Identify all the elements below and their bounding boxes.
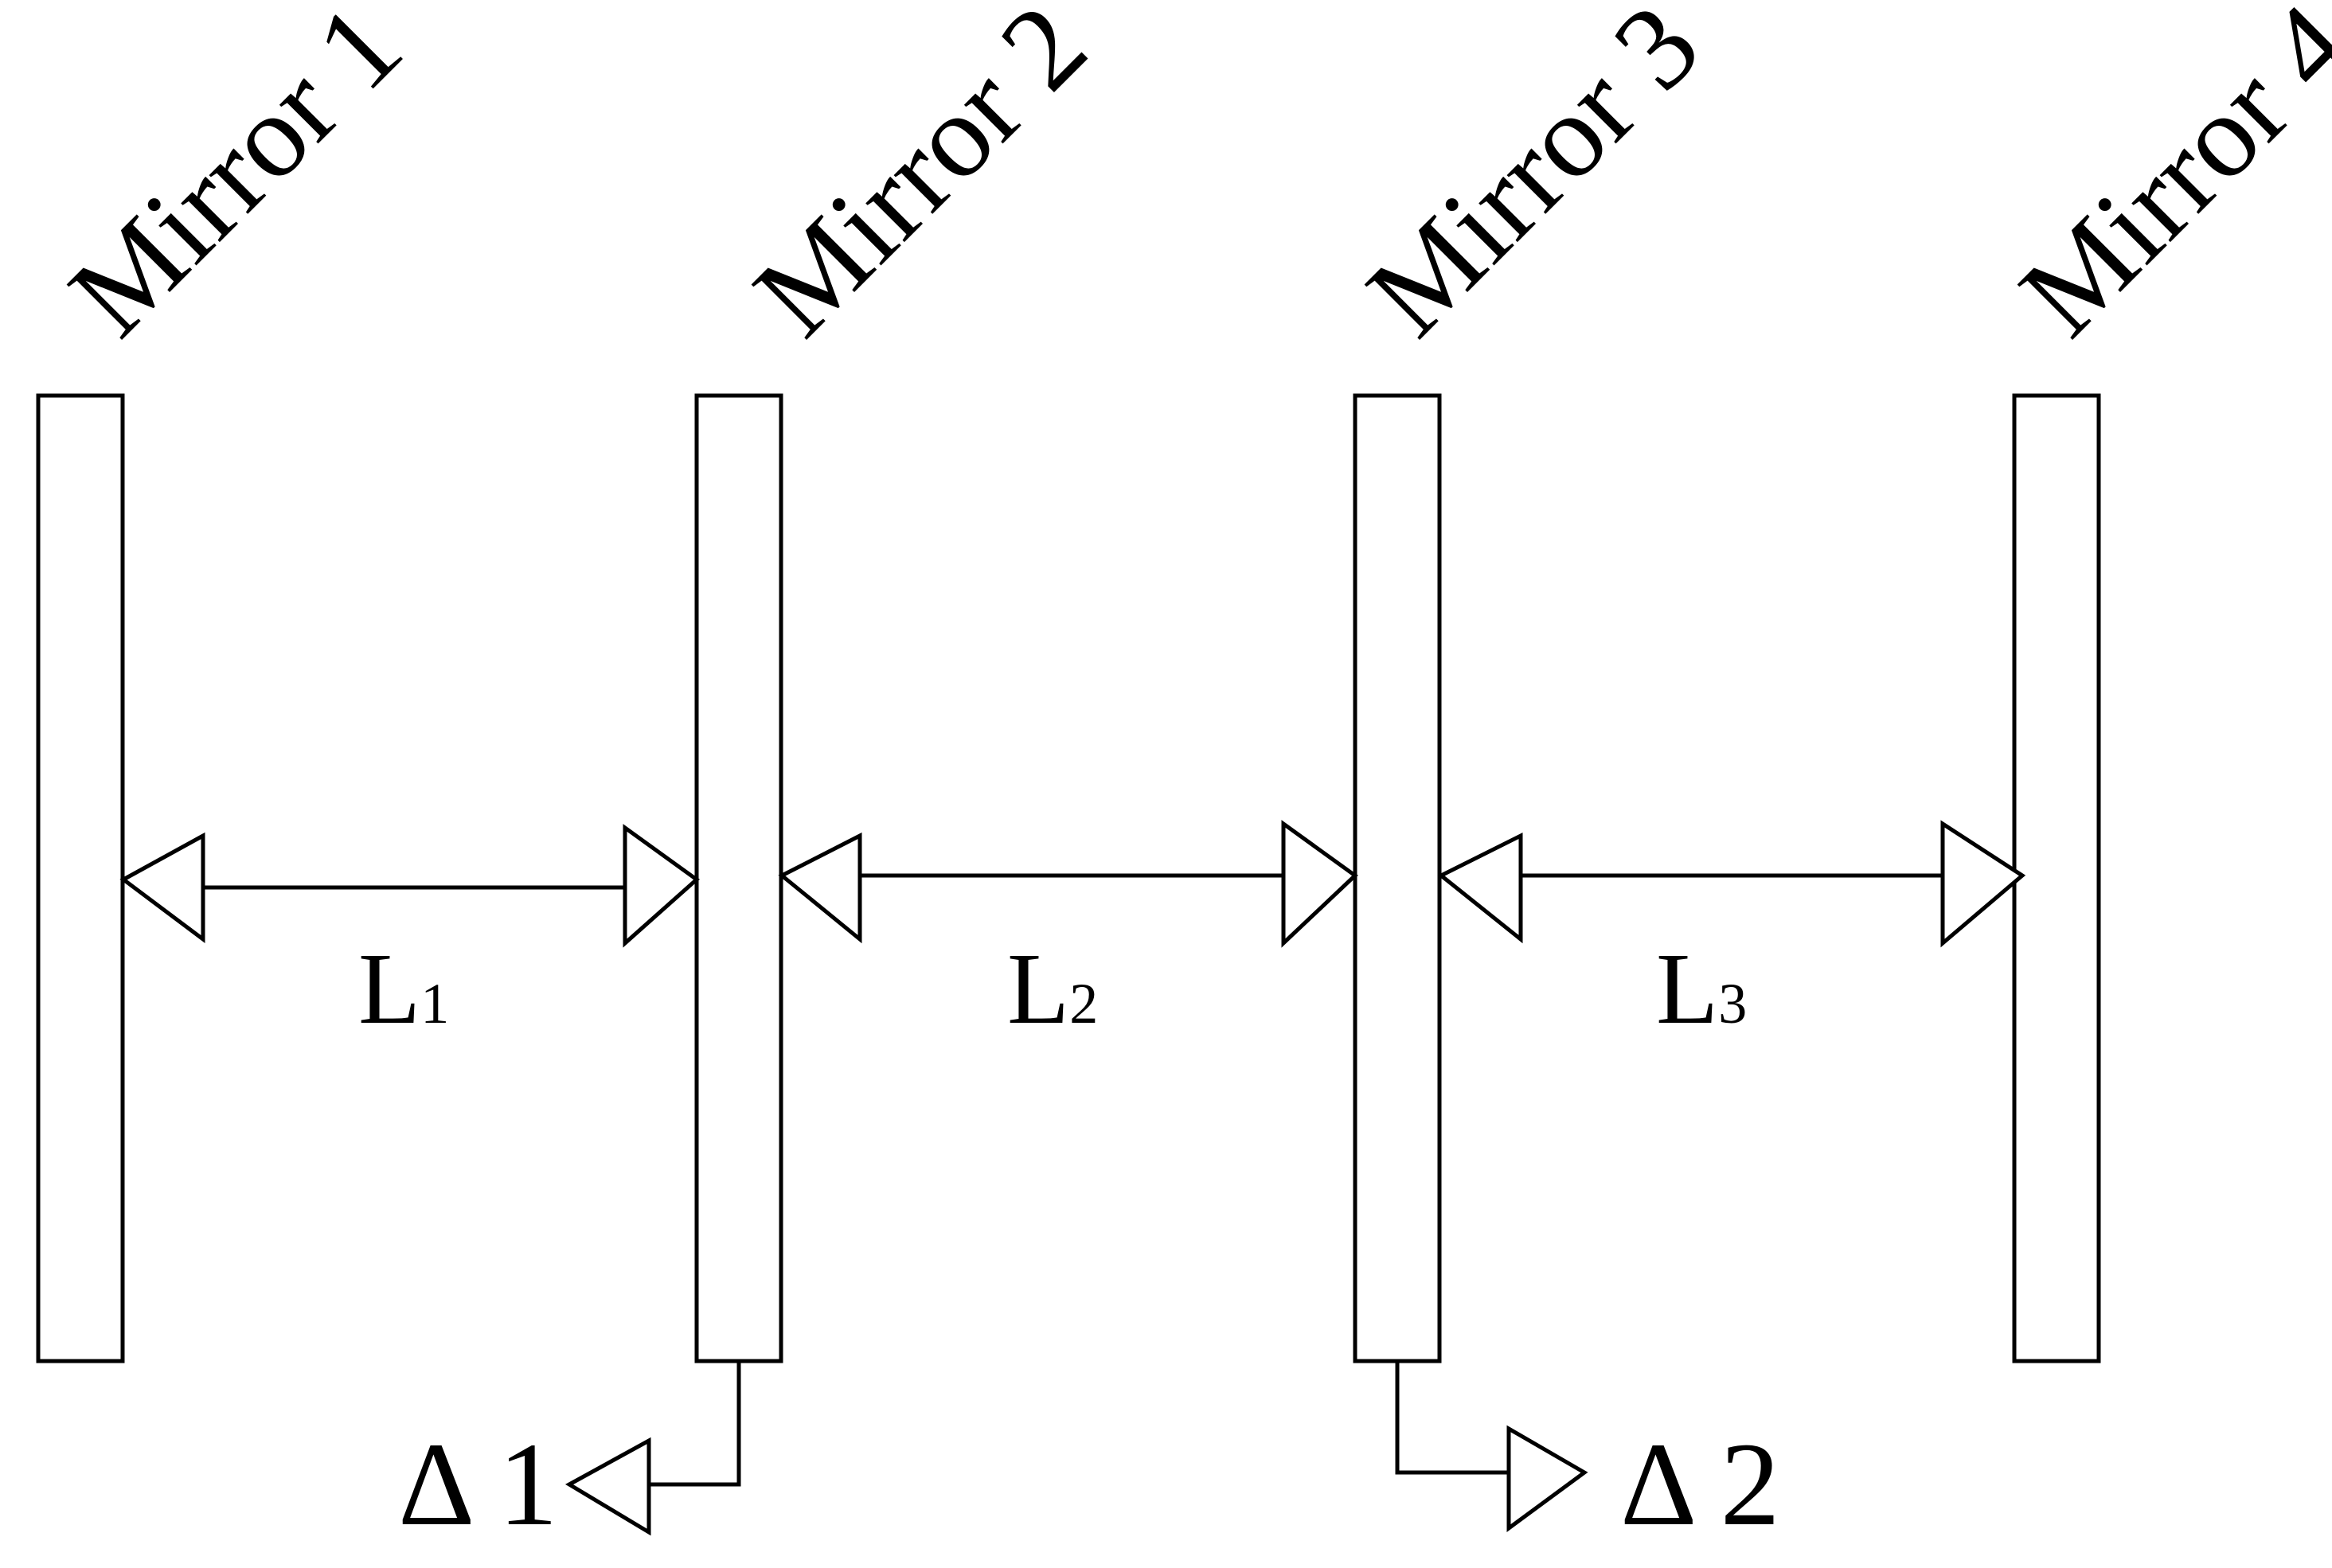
delta-2-output-arrow bbox=[1395, 1361, 1588, 1532]
l1-left-arrowhead bbox=[119, 832, 205, 943]
delta-1-arrowhead bbox=[564, 1437, 651, 1536]
mirror-4-label: Mirror 4 bbox=[1995, 0, 2332, 361]
l2-label: L2 bbox=[1007, 932, 1098, 1045]
l1-label: L1 bbox=[358, 932, 449, 1045]
mirror-1-label-group: Mirror 1 bbox=[45, 0, 427, 361]
l3-subscript: 3 bbox=[1718, 972, 1747, 1036]
l3-left-arrowhead bbox=[1437, 832, 1523, 944]
mirror-2-label: Mirror 2 bbox=[729, 0, 1111, 361]
l2-dimension-arrow bbox=[778, 820, 1358, 948]
l3-label: L3 bbox=[1656, 932, 1747, 1045]
l1-subscript: 1 bbox=[420, 972, 449, 1036]
mirror-3-label: Mirror 3 bbox=[1342, 0, 1725, 361]
l2-letter: L bbox=[1007, 932, 1069, 1045]
l1-right-arrowhead bbox=[623, 824, 700, 948]
l2-right-arrowhead bbox=[1281, 820, 1358, 948]
mirror-1 bbox=[36, 393, 125, 1363]
delta-1-label: Δ 1 bbox=[398, 1418, 558, 1550]
mirror-2-label-group: Mirror 2 bbox=[729, 0, 1111, 361]
mirror-4 bbox=[2012, 393, 2101, 1363]
l2-left-arrowhead bbox=[778, 832, 862, 944]
mirror-1-label: Mirror 1 bbox=[45, 0, 427, 361]
l3-letter: L bbox=[1656, 932, 1718, 1045]
mirror-3 bbox=[1353, 393, 1442, 1363]
mirror-4-label-group: Mirror 4 bbox=[1995, 0, 2332, 361]
l1-letter: L bbox=[358, 932, 420, 1045]
l1-dimension-arrow bbox=[119, 824, 700, 948]
l3-right-arrowhead bbox=[1940, 820, 2026, 948]
delta-1-output-arrow bbox=[564, 1361, 741, 1536]
delta-2-label: Δ 2 bbox=[1620, 1418, 1780, 1550]
l2-subscript: 2 bbox=[1069, 972, 1098, 1036]
delta-2-arrowhead bbox=[1506, 1425, 1588, 1532]
mirror-3-label-group: Mirror 3 bbox=[1342, 0, 1725, 361]
l3-dimension-arrow bbox=[1437, 820, 2026, 948]
mirror-2 bbox=[694, 393, 783, 1363]
